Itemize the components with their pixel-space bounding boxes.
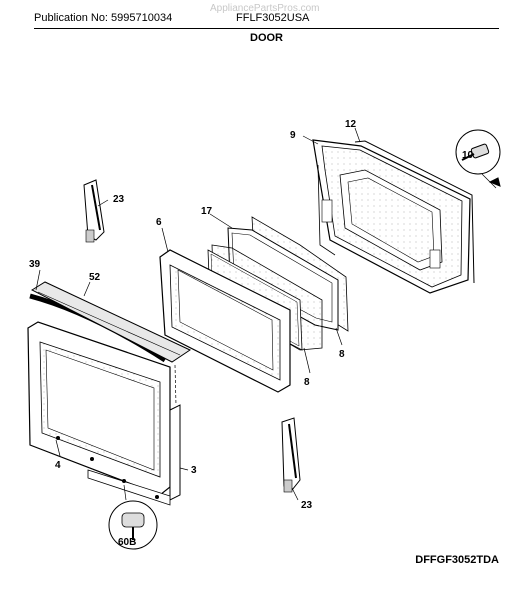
callout-3: 3 bbox=[191, 465, 197, 476]
hinge-upper bbox=[83, 179, 105, 243]
diagram-code: DFFGF3052TDA bbox=[415, 554, 499, 566]
callout-6: 6 bbox=[156, 217, 162, 228]
bottom-screws bbox=[56, 436, 159, 499]
inner-door-liner bbox=[312, 139, 475, 294]
callout-60b: 60B bbox=[118, 537, 136, 548]
callout-8-right: 8 bbox=[339, 349, 345, 360]
callout-12: 12 bbox=[345, 119, 357, 130]
callout-4: 4 bbox=[55, 460, 61, 471]
callout-52: 52 bbox=[89, 272, 101, 283]
watermark: AppliancePartsPros.com bbox=[210, 3, 320, 14]
callout-39: 39 bbox=[29, 259, 41, 270]
publication-number: Publication No: 5995710034 bbox=[34, 12, 173, 24]
callout-23-upper: 23 bbox=[113, 194, 125, 205]
header-rule bbox=[34, 28, 499, 29]
bottom-trim bbox=[87, 404, 181, 506]
callout-17: 17 bbox=[201, 206, 213, 217]
outer-door-panel bbox=[27, 321, 171, 496]
door-handle bbox=[29, 281, 192, 363]
callout-23-lower: 23 bbox=[301, 500, 313, 511]
screw-60b-icon bbox=[108, 484, 158, 550]
callout-10: 10 bbox=[462, 150, 474, 161]
model-number: FFLF3052USA bbox=[236, 12, 310, 24]
screw-detail-icon bbox=[455, 129, 501, 189]
callout-9: 9 bbox=[290, 130, 296, 141]
callout-8-lower: 8 bbox=[304, 377, 310, 388]
door-frame bbox=[159, 249, 291, 393]
section-title: DOOR bbox=[250, 32, 283, 44]
leader-lines bbox=[35, 127, 361, 501]
hinge-lower bbox=[281, 417, 301, 493]
